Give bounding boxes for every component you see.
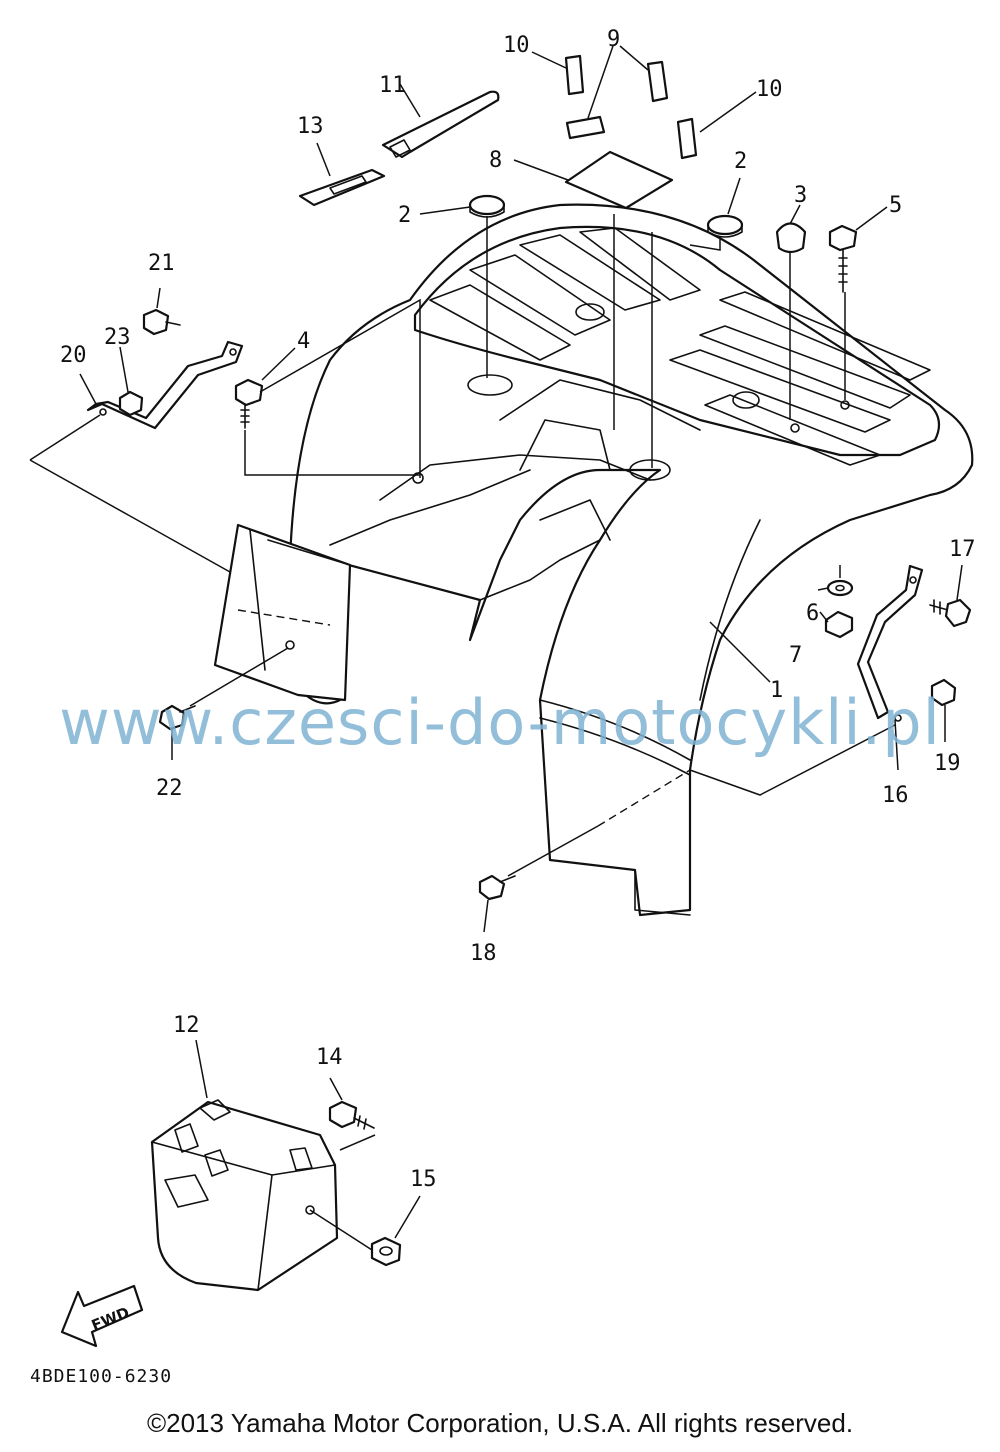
pad-9b [565,115,606,140]
callout-7: 7 [789,643,802,668]
toolbox-12 [150,1099,339,1292]
left-mud-flap [213,523,352,702]
strap-11 [381,90,500,159]
copyright-notice: ©2013 Yamaha Motor Corporation, U.S.A. A… [146,1408,854,1438]
nut-15 [370,1236,402,1267]
nut-23 [118,390,144,417]
callout-19: 19 [934,751,961,776]
callout-11: 11 [379,73,406,98]
bolt-21 [142,308,181,336]
callout-4: 4 [297,329,310,354]
bolt-14 [328,1100,375,1130]
callout-14: 14 [316,1045,343,1070]
callout-15: 15 [410,1167,437,1192]
callout-18: 18 [470,941,497,966]
rear-fender [288,203,974,917]
pad-9a [646,60,669,103]
callout-2b: 2 [734,149,747,174]
callout-23: 23 [104,325,131,350]
callout-21: 21 [148,251,175,276]
pad-10b [676,117,698,160]
screw-18 [478,874,516,901]
callout-6: 6 [806,601,819,626]
callout-16: 16 [882,783,909,808]
callout-22: 22 [156,776,183,801]
watermark-url: www.czesci-do-motocykli.pl [59,686,941,759]
washer-6 [826,579,854,597]
callout-5: 5 [889,193,902,218]
callout-10a: 10 [503,33,530,58]
callout-13: 13 [297,114,324,139]
callout-3: 3 [794,183,807,208]
callout-10b: 10 [756,77,783,102]
pad-10a [564,54,585,96]
callout-1: 1 [770,678,783,703]
callout-20: 20 [60,343,87,368]
bolt-17 [929,598,972,628]
callout-labels: 1 2 2 3 4 5 6 7 8 9 10 10 11 12 13 14 15… [60,27,976,1192]
leader-lines [29,45,963,1251]
bracket-16 [856,564,924,722]
diagram-reference-code: 4BDE100-6230 [30,1366,173,1387]
nut-19 [930,678,957,707]
nut-7 [824,610,854,639]
grommet-2b [706,214,744,236]
cap-3 [775,222,807,254]
fwd-arrow-icon: FWD [60,1284,144,1348]
pad-8 [564,150,674,210]
grommet-2a [468,194,506,216]
bolt-4 [234,378,264,429]
bracket-20 [86,340,244,430]
callout-12: 12 [173,1013,200,1038]
clip-13 [298,168,386,207]
callout-8: 8 [489,148,502,173]
callout-2a: 2 [398,203,411,228]
callout-17: 17 [949,537,976,562]
screw-22 [158,704,196,731]
bolt-5 [828,224,858,293]
callout-9: 9 [607,27,620,52]
